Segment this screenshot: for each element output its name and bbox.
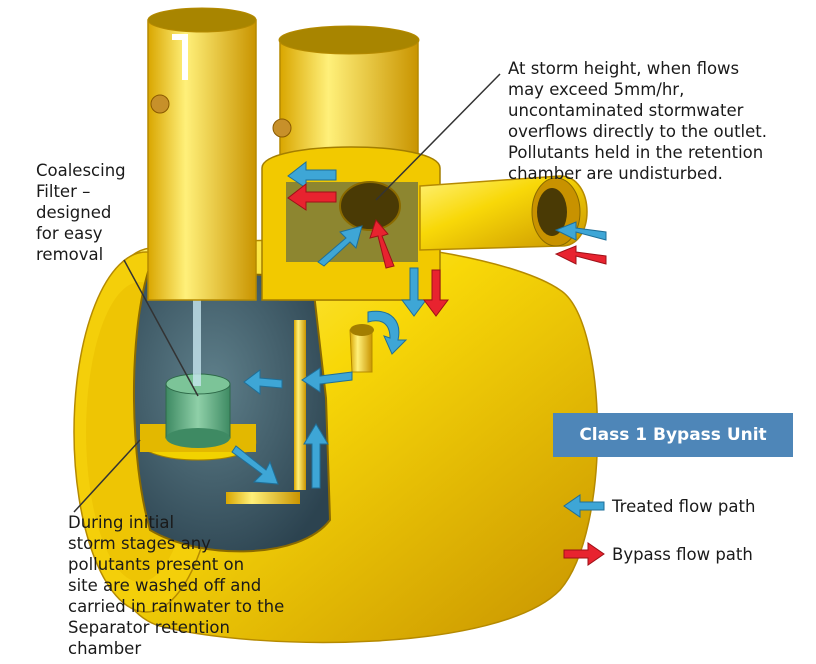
bypass-arrow-icon [562,542,606,566]
unit-title-box: Class 1 Bypass Unit [553,413,793,457]
unit-title: Class 1 Bypass Unit [579,425,766,445]
overflow-port [340,182,400,230]
inlet-shaft [148,20,256,300]
legend-bypass: Bypass flow path [562,541,753,567]
storm-height-callout: At storm height, when flows may exceed 5… [508,58,767,184]
legend-treated-label: Treated flow path [612,497,755,516]
legend-treated: Treated flow path [562,493,755,519]
treated-arrow-icon [562,494,606,518]
internal-riser [294,320,306,490]
legend-bypass-label: Bypass flow path [612,545,753,564]
coalescing-filter-callout: Coalescing Filter – designed for easy re… [36,160,126,265]
initial-storm-callout: During initial storm stages any pollutan… [68,512,284,659]
